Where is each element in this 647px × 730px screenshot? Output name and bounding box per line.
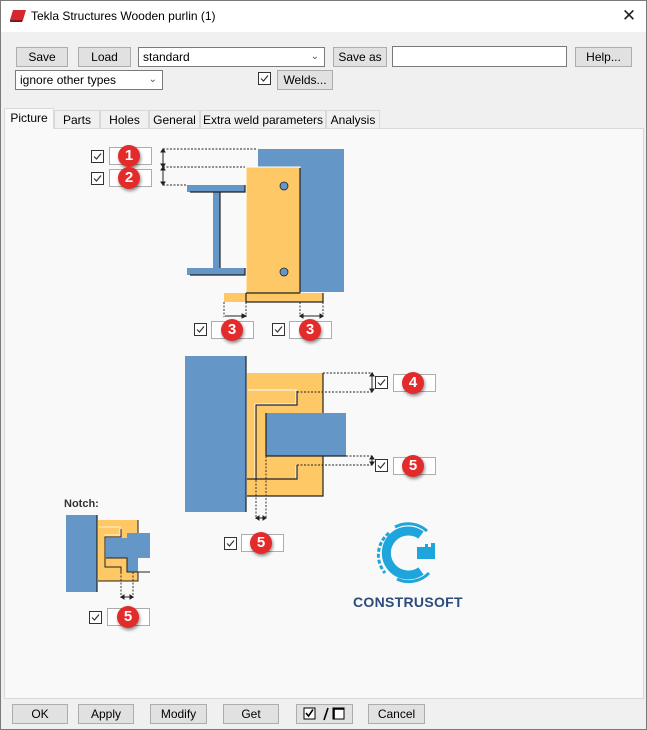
- checkmark-icon: [226, 540, 235, 547]
- dim5-right-checkbox[interactable]: [375, 459, 388, 472]
- badge-1: 1: [118, 145, 140, 167]
- apply-button[interactable]: Apply: [78, 704, 134, 724]
- picture-panel: 1 2 3 3 4 5 5 Notch: 5: [4, 128, 644, 699]
- checkmark-icon: [377, 462, 386, 469]
- tab-picture[interactable]: Picture: [4, 108, 54, 129]
- window-title: Tekla Structures Wooden purlin (1): [31, 9, 216, 23]
- tab-parts[interactable]: Parts: [54, 110, 100, 128]
- load-button[interactable]: Load: [78, 47, 131, 67]
- badge-5: 5: [117, 606, 139, 628]
- construsoft-logo-icon: [376, 522, 435, 584]
- type-filter-select[interactable]: ignore other types ⌄: [15, 70, 163, 90]
- tab-general[interactable]: General: [149, 110, 200, 128]
- badge-5: 5: [402, 455, 424, 477]
- badge-4: 4: [402, 372, 424, 394]
- dim2-checkbox[interactable]: [91, 172, 104, 185]
- toggle-all-checkboxes-button[interactable]: [296, 704, 353, 724]
- close-button[interactable]: ✕: [612, 1, 646, 32]
- ok-button[interactable]: OK: [12, 704, 68, 724]
- help-button[interactable]: Help...: [575, 47, 632, 67]
- notch-checkbox[interactable]: [89, 611, 102, 624]
- welds-checkbox[interactable]: [258, 72, 271, 85]
- notch-label: Notch:: [64, 498, 99, 510]
- dim1-checkbox[interactable]: [91, 150, 104, 163]
- save-button[interactable]: Save: [16, 47, 68, 67]
- preset-value: standard: [143, 50, 190, 64]
- tekla-app-icon: [10, 10, 26, 22]
- dim3-left-checkbox[interactable]: [194, 323, 207, 336]
- save-as-input[interactable]: [392, 46, 567, 67]
- tab-extra-weld-parameters[interactable]: Extra weld parameters: [200, 110, 326, 128]
- checkmark-icon: [196, 326, 205, 333]
- check-uncheck-icon: [303, 707, 345, 721]
- checkmark-icon: [91, 614, 100, 621]
- close-icon: ✕: [621, 6, 637, 25]
- badge-3: 3: [299, 319, 321, 341]
- cancel-button[interactable]: Cancel: [368, 704, 425, 724]
- badge-2: 2: [118, 167, 140, 189]
- dim3-right-checkbox[interactable]: [272, 323, 285, 336]
- save-as-button[interactable]: Save as: [333, 47, 387, 67]
- badge-3: 3: [221, 319, 243, 341]
- checkmark-icon: [93, 153, 102, 160]
- checkmark-icon: [260, 75, 269, 82]
- title-bar: Tekla Structures Wooden purlin (1) ✕: [1, 1, 646, 32]
- chevron-down-icon: ⌄: [310, 51, 319, 62]
- chevron-down-icon: ⌄: [148, 74, 157, 85]
- tab-analysis[interactable]: Analysis: [326, 110, 380, 128]
- checkmark-icon: [274, 326, 283, 333]
- type-filter-value: ignore other types: [20, 73, 117, 87]
- modify-button[interactable]: Modify: [150, 704, 207, 724]
- checkmark-icon: [377, 379, 386, 386]
- tab-holes[interactable]: Holes: [100, 110, 149, 128]
- dim4-checkbox[interactable]: [375, 376, 388, 389]
- checkmark-icon: [93, 175, 102, 182]
- construsoft-logo-text: CONSTRUSOFT: [353, 594, 463, 610]
- badge-5: 5: [250, 532, 272, 554]
- preset-select[interactable]: standard ⌄: [138, 47, 325, 67]
- connection-drawing: [66, 148, 375, 600]
- get-button[interactable]: Get: [223, 704, 279, 724]
- dim5-bottom-checkbox[interactable]: [224, 537, 237, 550]
- welds-button[interactable]: Welds...: [277, 70, 333, 90]
